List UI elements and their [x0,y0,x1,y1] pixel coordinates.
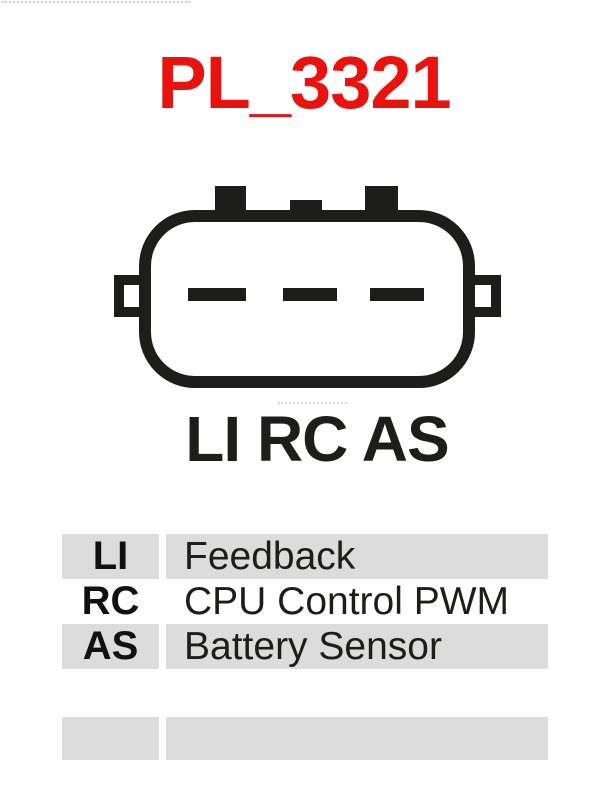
pin-code-cell: AS [62,624,159,669]
part-number-title: PL_3321 [157,41,451,124]
spare-code-cell [62,717,159,760]
pin-code-cell: LI [62,534,159,579]
pin-description-cell: Feedback [166,534,548,579]
dotted-line-artifact [278,402,347,404]
connector-pin-li-icon [188,288,246,301]
connector-pin-rc-icon [283,288,337,301]
top-edge-dotted-artifact [2,1,190,3]
spare-description-cell [166,717,548,760]
pin-code-cell: RC [81,579,140,623]
pin-names-caption: LI RC AS [185,403,449,475]
pin-description-cell: Battery Sensor [166,624,548,669]
pin-description-cell: CPU Control PWM [184,579,510,623]
connector-pin-as-icon [370,288,424,301]
